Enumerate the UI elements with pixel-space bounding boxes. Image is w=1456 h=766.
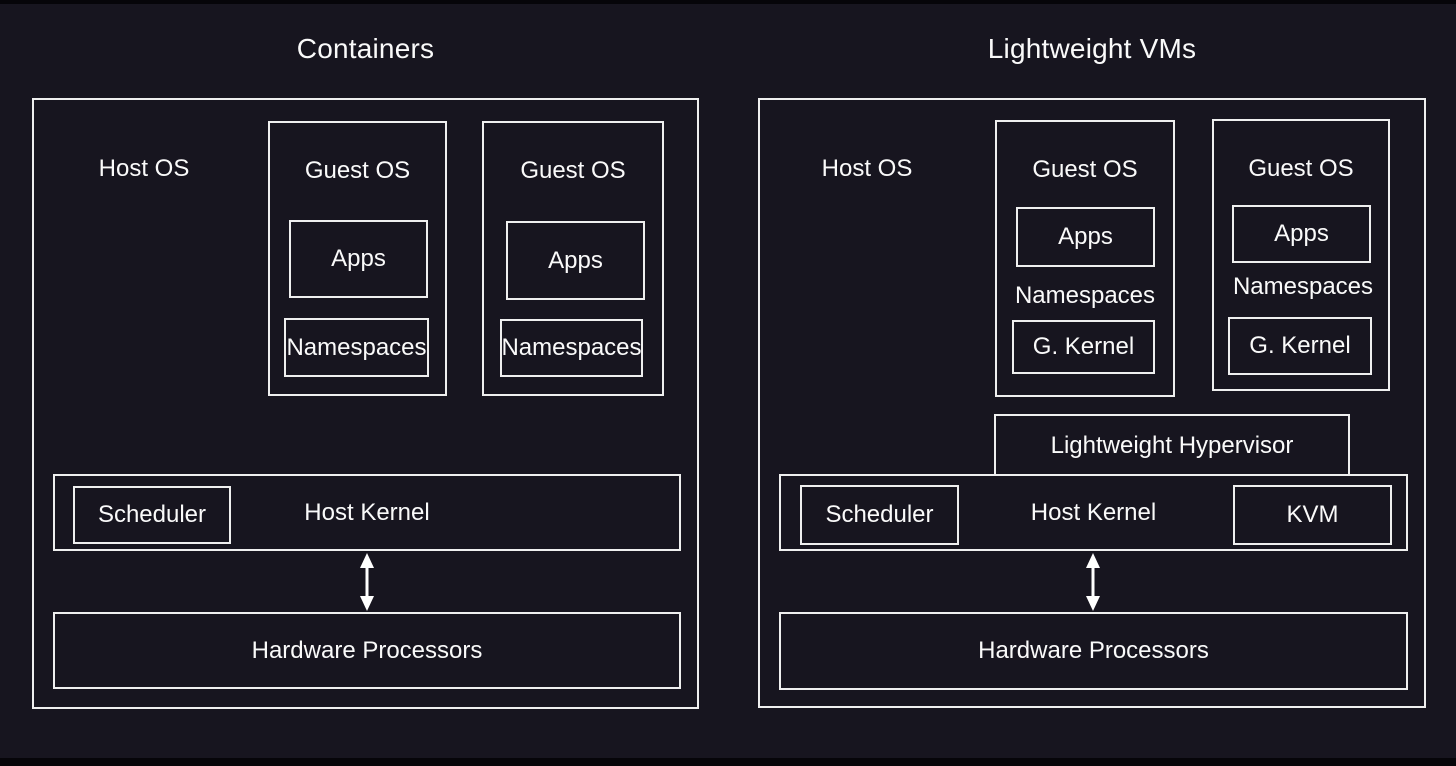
- host-os-label: Host OS: [98, 155, 190, 182]
- guest-os-box: Guest OS Apps Namespaces: [482, 121, 664, 396]
- containers-host-os-box: Host OS Guest OS Apps Namespaces Guest O…: [32, 98, 699, 709]
- apps-label: Apps: [548, 246, 603, 274]
- double-arrow-icon: [1086, 553, 1100, 611]
- bottom-edge-bar: [0, 758, 1456, 766]
- scheduler-label: Scheduler: [97, 501, 207, 528]
- guest-kernel-box: G. Kernel: [1012, 320, 1155, 374]
- namespaces-box: Namespaces: [500, 319, 643, 377]
- guest-os-label: Guest OS: [520, 157, 626, 184]
- apps-box: Apps: [1232, 205, 1371, 263]
- host-os-label: Host OS: [821, 155, 913, 182]
- guest-kernel-label: G. Kernel: [1249, 332, 1351, 359]
- kvm-label: KVM: [1286, 501, 1339, 528]
- kvm-box: KVM: [1233, 485, 1392, 545]
- namespaces-label: Namespaces: [1232, 273, 1374, 300]
- host-kernel-bar: Host Kernel Scheduler KVM: [779, 474, 1408, 551]
- host-kernel-label: Host Kernel: [1030, 498, 1157, 526]
- apps-label: Apps: [1274, 220, 1329, 247]
- namespaces-box: Namespaces: [284, 318, 429, 377]
- hypervisor-box: Lightweight Hypervisor: [994, 414, 1350, 476]
- guest-kernel-box: G. Kernel: [1228, 317, 1372, 375]
- apps-label: Apps: [331, 245, 386, 272]
- hardware-processors-bar: Hardware Processors: [53, 612, 681, 689]
- guest-os-box: Guest OS Apps Namespaces G. Kernel: [995, 120, 1175, 397]
- guest-os-box: Guest OS Apps Namespaces G. Kernel: [1212, 119, 1390, 391]
- top-edge-bar: [0, 0, 1456, 4]
- panel-title-lightweight-vms: Lightweight VMs: [987, 33, 1197, 64]
- scheduler-box: Scheduler: [800, 485, 959, 545]
- guest-os-label: Guest OS: [304, 157, 411, 184]
- host-kernel-bar: Host Kernel Scheduler: [53, 474, 681, 551]
- guest-os-box: Guest OS Apps Namespaces: [268, 121, 447, 396]
- apps-box: Apps: [289, 220, 428, 298]
- apps-label: Apps: [1058, 223, 1113, 250]
- namespaces-label: Namespaces: [1014, 282, 1156, 309]
- guest-os-label: Guest OS: [1032, 156, 1138, 183]
- hypervisor-label: Lightweight Hypervisor: [1050, 432, 1294, 459]
- host-kernel-label: Host Kernel: [304, 498, 430, 526]
- guest-kernel-label: G. Kernel: [1032, 333, 1135, 360]
- hardware-processors-label: Hardware Processors: [978, 637, 1209, 664]
- scheduler-box: Scheduler: [73, 486, 231, 544]
- apps-box: Apps: [506, 221, 645, 300]
- namespaces-label: Namespaces: [501, 334, 642, 361]
- double-arrow-icon: [360, 553, 374, 611]
- panel-title-containers: Containers: [296, 33, 435, 64]
- namespaces-label: Namespaces: [286, 333, 427, 361]
- guest-os-label: Guest OS: [1248, 155, 1354, 182]
- apps-box: Apps: [1016, 207, 1155, 267]
- vms-host-os-box: Host OS Guest OS Apps Namespaces G. Kern…: [758, 98, 1426, 708]
- hardware-processors-bar: Hardware Processors: [779, 612, 1408, 690]
- scheduler-label: Scheduler: [825, 501, 934, 528]
- hardware-processors-label: Hardware Processors: [251, 636, 483, 664]
